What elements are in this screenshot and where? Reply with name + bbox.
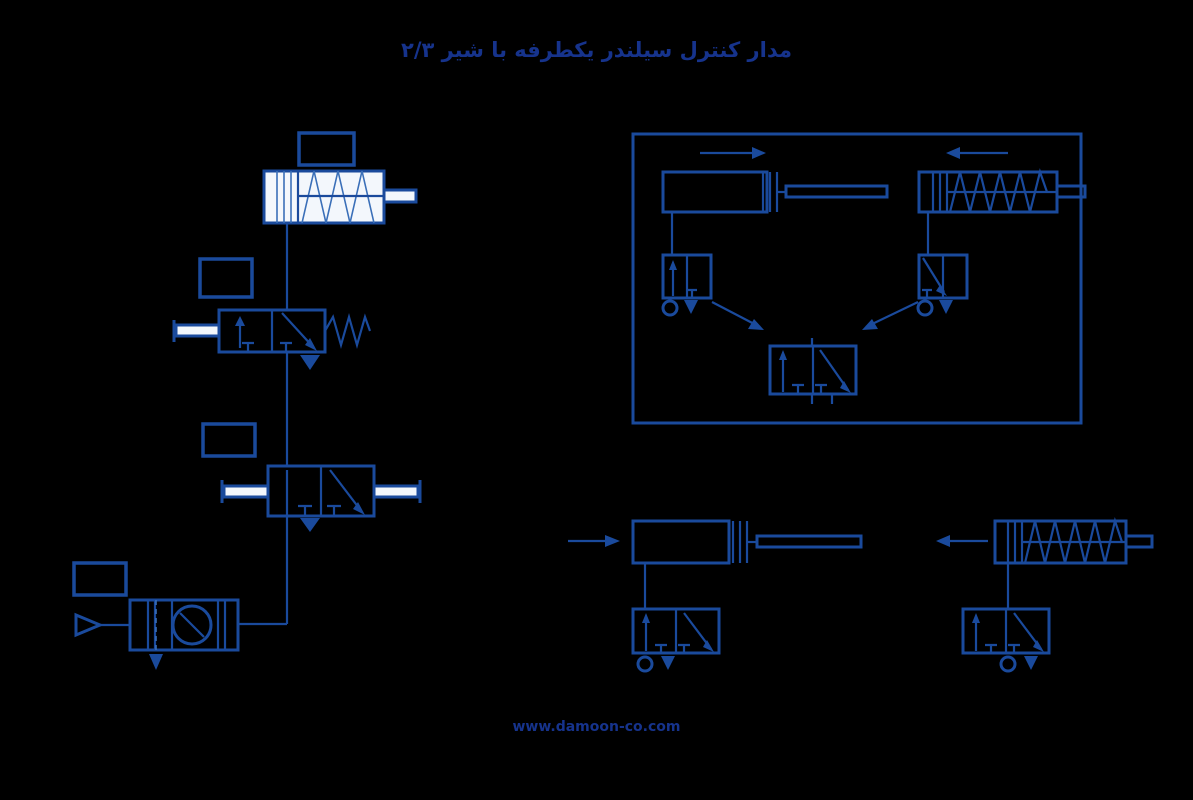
website-url[interactable]: www.damoon-co.com <box>512 719 681 735</box>
air-service-unit-frl <box>100 598 240 670</box>
air-supply-source <box>74 612 104 638</box>
inset-cylinder-extended <box>661 170 889 214</box>
inset-central-valve <box>768 338 858 404</box>
valve-3-2-lower <box>220 464 422 532</box>
cylinder-single-acting <box>262 169 418 225</box>
valve-3-2-upper <box>172 308 372 370</box>
inset-cylinder-retracted <box>917 168 1087 214</box>
page-title: مدار کنترل سیلندر یکطرفه با شیر ۳/۲ <box>401 38 792 62</box>
label-box-upper-valve <box>198 257 254 299</box>
inset-valve-left <box>661 253 713 317</box>
inset-valve-right <box>916 253 969 317</box>
label-box-cylinder <box>297 131 356 167</box>
label-box-lower-valve <box>201 422 257 458</box>
pipe-lower-valve-to-frl <box>238 516 289 626</box>
inset-arrow-left-to-center <box>711 301 764 330</box>
operation-states-panel <box>631 132 1087 425</box>
bottom-retract-assembly <box>936 516 1154 673</box>
bottom-extend-assembly <box>568 519 863 673</box>
retract-state-arrow-left <box>946 147 1008 159</box>
inset-arrow-right-to-center <box>862 301 919 330</box>
label-box-air-service-unit <box>72 561 128 597</box>
extend-state-arrow-right <box>700 147 766 159</box>
